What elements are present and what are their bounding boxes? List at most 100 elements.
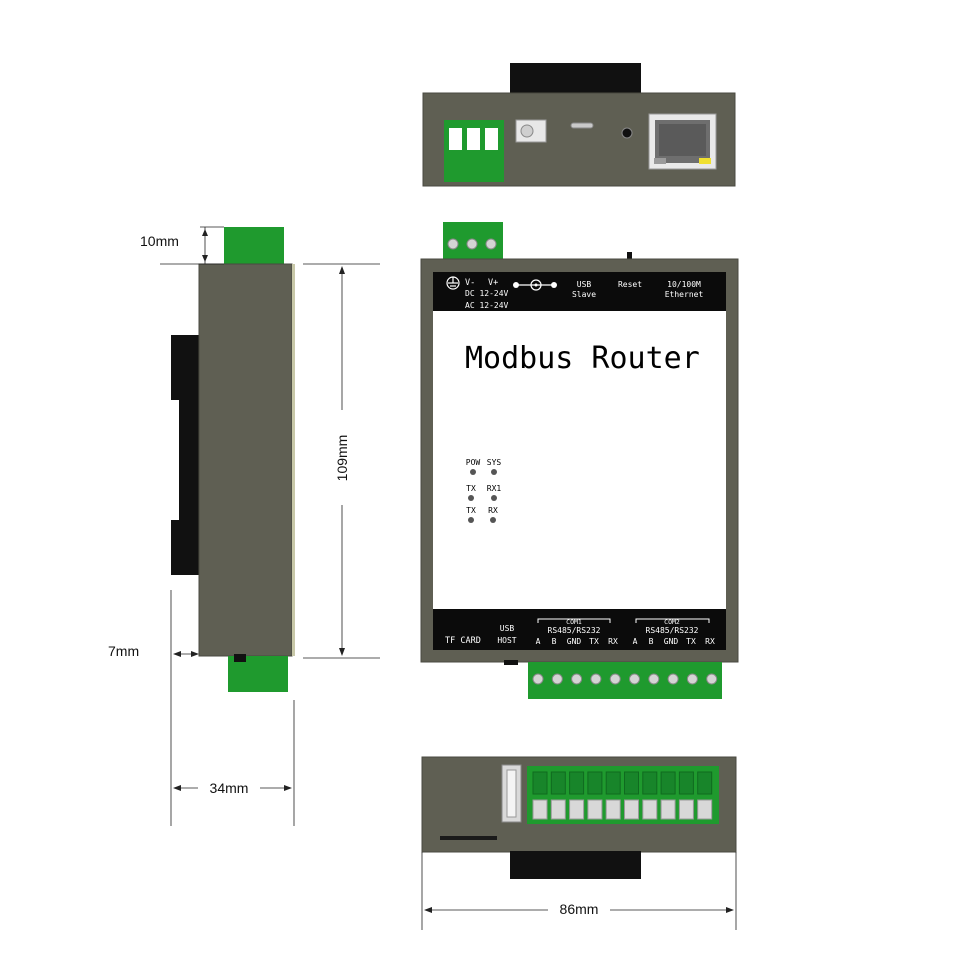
- top-label-strip: [433, 272, 726, 311]
- usb-slave-label-2: Slave: [572, 290, 596, 299]
- com1-pin-a: A: [536, 637, 541, 646]
- side-terminal-top: [224, 227, 284, 264]
- terminal-screw: [648, 673, 660, 685]
- usb-port-icon: [570, 122, 594, 129]
- com2-label: COM2: [664, 618, 680, 626]
- terminal-screw: [551, 673, 563, 685]
- led-label-rx2: RX: [488, 506, 498, 515]
- usb-port-icon: [501, 764, 522, 823]
- bottom-view: [421, 756, 737, 879]
- terminal-wire-entry: [587, 771, 603, 795]
- din-rail-clip-bottom: [510, 851, 641, 879]
- v-minus-label: V-: [465, 278, 475, 288]
- terminal-wire-entry: [697, 771, 713, 795]
- terminal-screw: [629, 673, 640, 685]
- terminal-slot: [532, 799, 548, 820]
- side-case: [198, 263, 293, 657]
- dc-jack-icon: [515, 119, 547, 143]
- led-rx1: [491, 495, 497, 501]
- usb-slave-label-1: USB: [577, 280, 592, 289]
- front-signal-terminal: [528, 662, 722, 699]
- terminal-slot: [485, 128, 498, 150]
- power-terminal-top: [444, 120, 504, 182]
- com2-pin-gnd: GND: [664, 637, 679, 646]
- dim-label-7mm: 7mm: [108, 643, 139, 659]
- ethernet-label-2: Ethernet: [665, 290, 704, 299]
- terminal-screw: [532, 673, 544, 685]
- terminal-wire-entry: [550, 771, 566, 795]
- terminal-wire-entry: [569, 771, 585, 795]
- led-sys: [491, 469, 497, 475]
- com1-pin-gnd: GND: [567, 637, 582, 646]
- terminal-screw: [590, 673, 602, 685]
- terminal-screw: [667, 673, 679, 685]
- com1-label: COM1: [566, 618, 582, 626]
- din-rail-notch: [171, 400, 179, 520]
- terminal-screw: [571, 673, 583, 685]
- com1-group: COM1 RS485/RS232 A B GND TX RX: [536, 618, 618, 646]
- din-rail-clip-top: [510, 63, 641, 95]
- side-view: [171, 227, 295, 692]
- ac-range-label: AC 12-24V: [465, 301, 509, 310]
- com1-type-label: RS485/RS232: [548, 626, 601, 635]
- bottom-signal-terminal: [527, 766, 719, 824]
- reset-button-stub: [627, 252, 632, 261]
- com2-pin-tx: TX: [686, 637, 696, 646]
- terminal-wire-entry: [532, 771, 548, 795]
- dc-range-label: DC 12-24V: [465, 289, 509, 298]
- bottom-label-strip: [433, 609, 726, 650]
- dim-label-109mm: 109mm: [334, 435, 350, 482]
- terminal-slot: [624, 799, 639, 820]
- com2-group: COM2 RS485/RS232 A B GND TX RX: [633, 618, 715, 646]
- com2-pin-b: B: [649, 637, 654, 646]
- led-tx1: [468, 495, 474, 501]
- ethernet-port-icon: [648, 113, 717, 170]
- led-tx2: [468, 517, 474, 523]
- terminal-slot: [550, 799, 566, 820]
- dimension-arrows: [173, 229, 734, 913]
- terminal-screw: [609, 673, 621, 685]
- led-label-pow: POW: [466, 458, 481, 467]
- terminal-screw: [686, 673, 698, 685]
- tf-card-slot: [440, 836, 497, 840]
- dim-label-10mm: 10mm: [140, 233, 179, 249]
- reset-hole: [621, 127, 633, 139]
- ground-icon: [446, 276, 460, 290]
- usb-host-label-2: HOST: [497, 636, 516, 645]
- tf-card-label: TF CARD: [445, 636, 481, 646]
- terminal-slot: [678, 799, 694, 820]
- dimension-labels: 10mm 109mm 7mm 34mm 86mm: [108, 233, 598, 917]
- ethernet-label-1: 10/100M: [667, 280, 701, 289]
- com1-pin-b: B: [552, 637, 557, 646]
- terminal-wire-entry: [624, 771, 639, 795]
- terminal-wire-entry: [660, 771, 676, 795]
- terminal-slot: [642, 799, 658, 820]
- terminal-wire-entry: [605, 771, 621, 795]
- terminal-wire-entry: [642, 771, 658, 795]
- front-view: V- V+ DC 12-24V AC 12-24V USB Slave Rese…: [420, 222, 739, 699]
- terminal-slot: [569, 799, 585, 820]
- terminal-wire-entry: [678, 771, 694, 795]
- dim-label-86mm: 86mm: [560, 901, 599, 917]
- usb-host-stub: [504, 660, 518, 665]
- com1-pin-rx: RX: [608, 637, 618, 646]
- reset-label: Reset: [618, 280, 642, 289]
- dim-label-34mm: 34mm: [210, 780, 249, 796]
- led-rx2: [490, 517, 496, 523]
- led-label-tx1: TX: [466, 484, 476, 493]
- led-label-sys: SYS: [487, 458, 502, 467]
- top-view: [422, 63, 736, 187]
- usb-host-label-1: USB: [500, 624, 515, 633]
- terminal-slot: [605, 799, 621, 820]
- dc-polarity-icon: [513, 279, 557, 291]
- com2-pin-a: A: [633, 637, 638, 646]
- terminal-slot: [587, 799, 603, 820]
- terminal-slot: [660, 799, 676, 820]
- com2-pin-rx: RX: [705, 637, 715, 646]
- led-label-tx2: TX: [466, 506, 476, 515]
- led-pow: [470, 469, 476, 475]
- terminal-slot: [697, 799, 713, 820]
- com1-pin-tx: TX: [589, 637, 599, 646]
